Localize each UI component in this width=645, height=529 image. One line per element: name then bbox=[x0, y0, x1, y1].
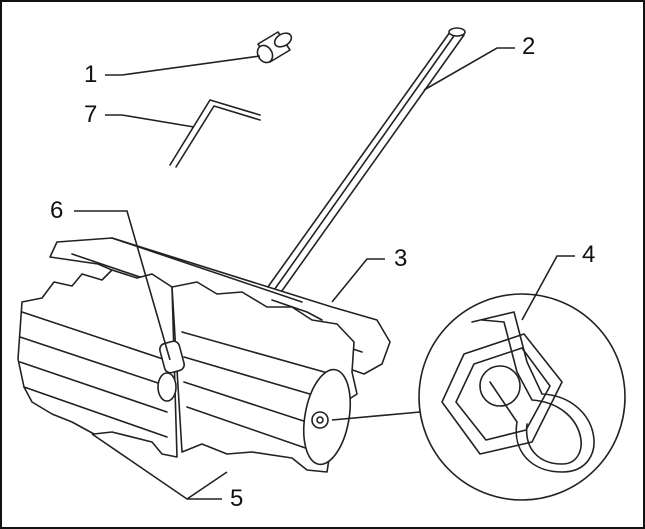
callout-label-4: 4 bbox=[582, 241, 596, 268]
sleeve-nut bbox=[256, 31, 293, 64]
handle-shaft bbox=[259, 27, 466, 303]
hex-key bbox=[169, 99, 261, 168]
detail-leader bbox=[331, 411, 421, 421]
callout-label-7: 7 bbox=[84, 101, 98, 128]
callout-label-3: 3 bbox=[394, 245, 408, 272]
callout-label-2: 2 bbox=[522, 33, 536, 60]
callout-leaders bbox=[74, 47, 575, 500]
callout-label-6: 6 bbox=[50, 197, 64, 224]
callout-label-1: 1 bbox=[84, 61, 98, 88]
brush-roller-halves bbox=[17, 269, 358, 473]
detail-circle bbox=[418, 293, 626, 501]
callout-label-5: 5 bbox=[230, 485, 244, 512]
drive-pin bbox=[157, 340, 185, 402]
